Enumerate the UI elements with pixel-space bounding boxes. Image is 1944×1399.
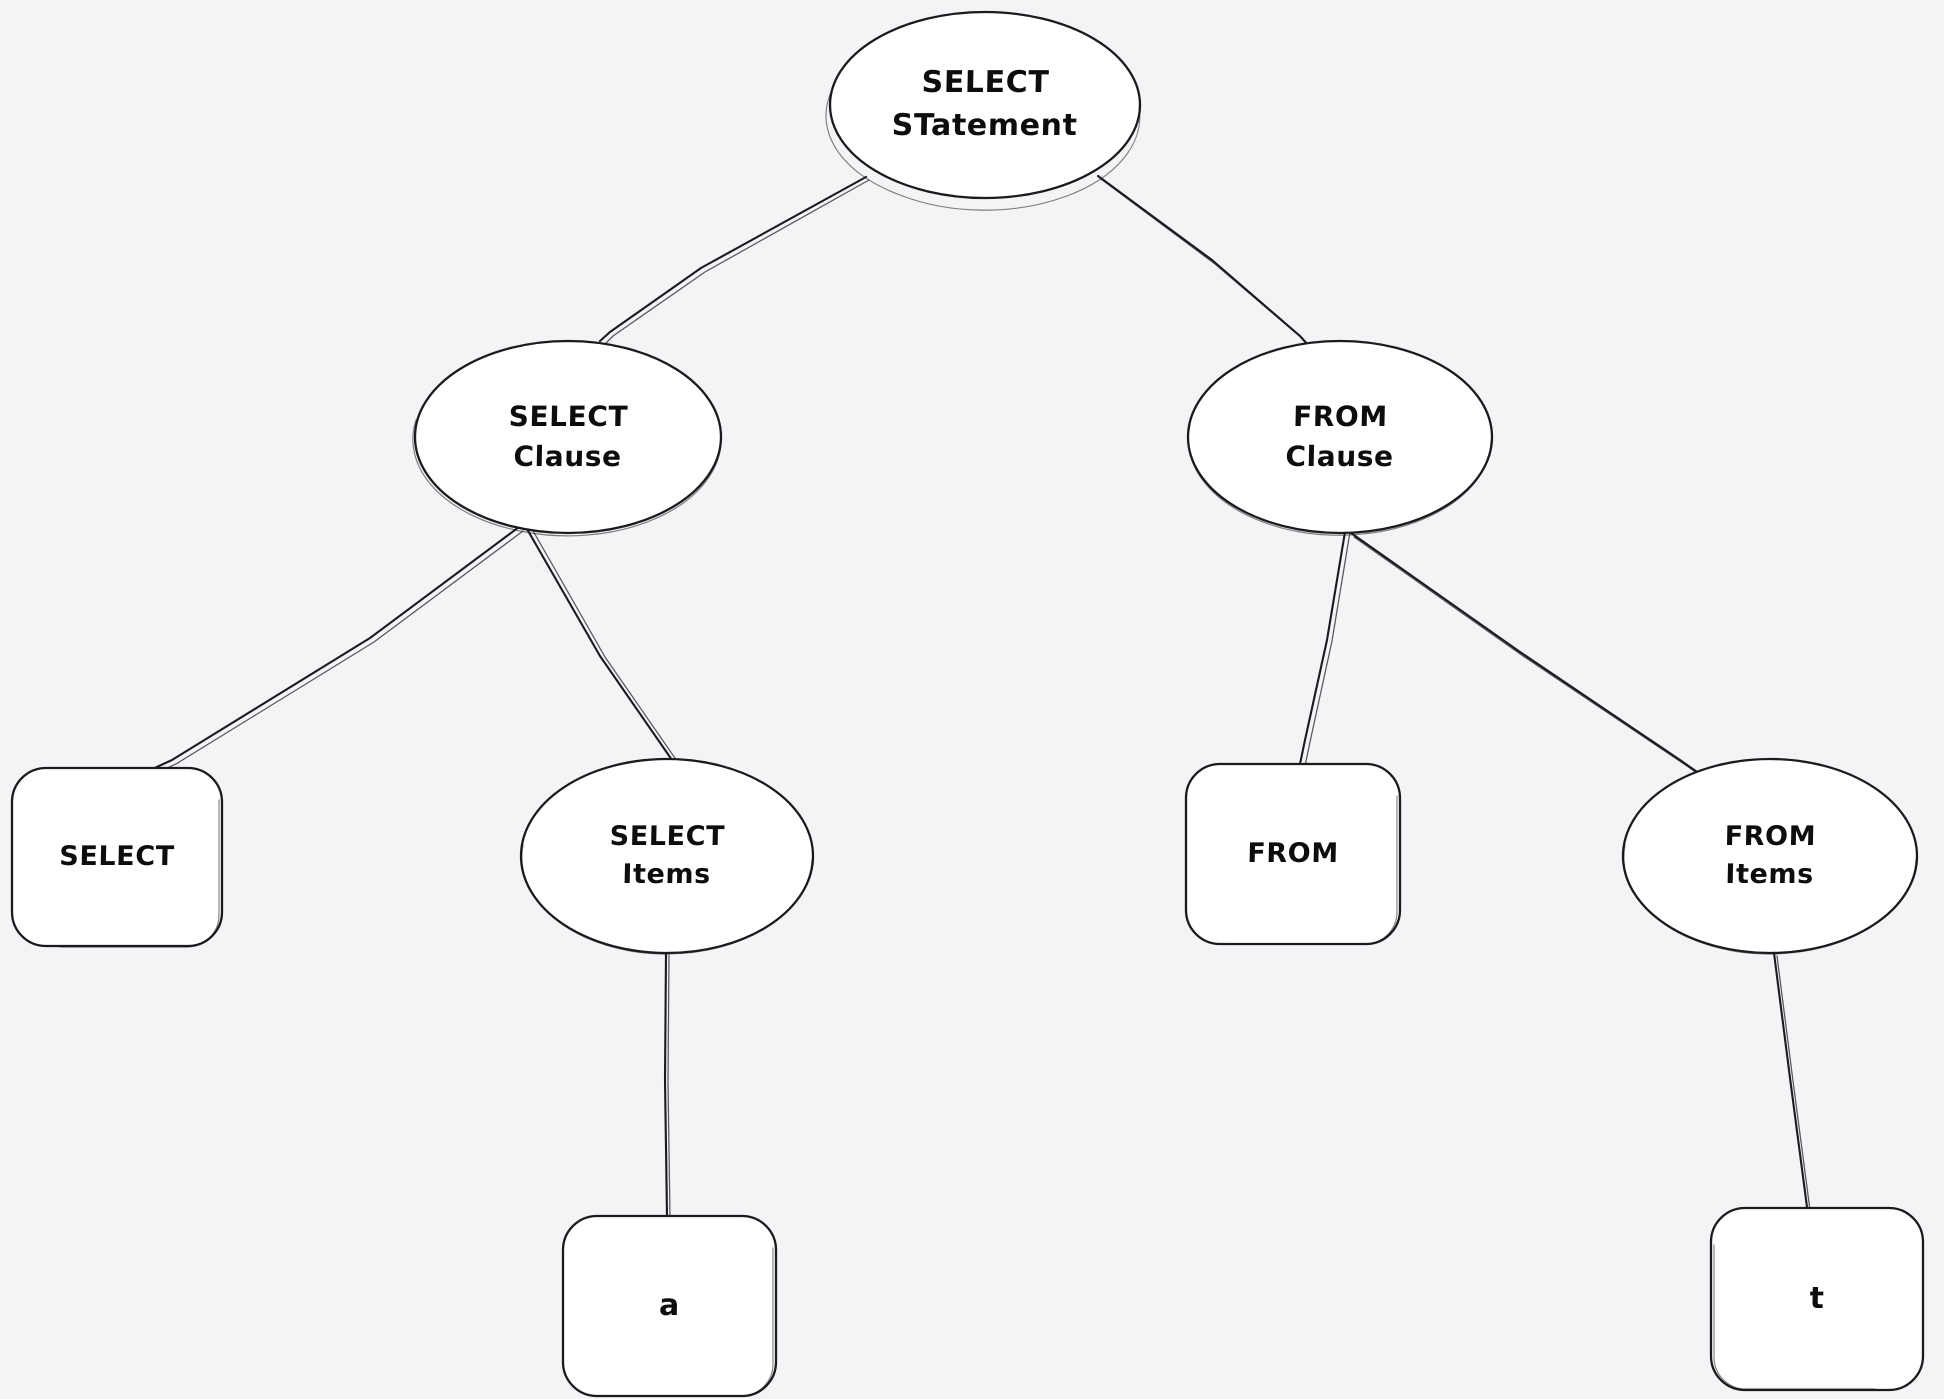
node-alias-a[interactable] — [561, 1214, 778, 1398]
node-select-items[interactable] — [519, 757, 815, 955]
node-from-items[interactable] — [1621, 757, 1919, 955]
edge-from-clause-to-from-items — [1349, 531, 1705, 779]
edge-statement-to-from-clause — [1096, 174, 1312, 349]
edge-select-items-to-alias-a — [663, 951, 671, 1219]
edge-from-clause-to-from-terminal — [1298, 530, 1351, 767]
node-from-clause[interactable] — [1186, 339, 1494, 536]
edge-statement-to-select-clause — [598, 175, 870, 346]
node-table-t[interactable] — [1709, 1206, 1925, 1392]
edge-layer — [144, 174, 1811, 1219]
edge-select-clause-to-select-items — [525, 527, 688, 774]
node-select-statement[interactable] — [825, 10, 1142, 211]
edge-select-clause-to-select-terminal — [144, 525, 524, 777]
node-from-terminal[interactable] — [1184, 762, 1402, 946]
edge-from-items-to-table-t — [1772, 951, 1811, 1211]
node-select-terminal[interactable] — [10, 766, 224, 948]
node-select-clause[interactable] — [412, 339, 723, 537]
node-layer — [10, 10, 1925, 1398]
